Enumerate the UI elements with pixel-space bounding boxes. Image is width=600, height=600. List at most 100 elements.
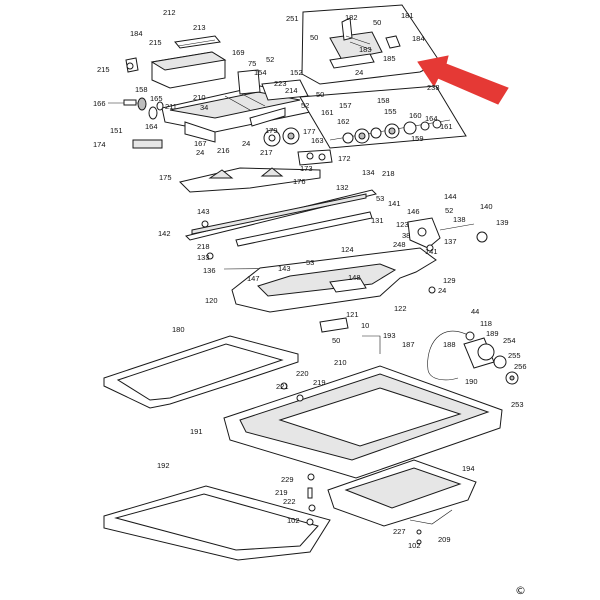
bracket-172 (297, 149, 333, 166)
callout-151: 151 (110, 126, 123, 135)
callout-254: 254 (503, 336, 516, 345)
callout-209: 209 (438, 535, 451, 544)
callout-255: 255 (508, 351, 521, 360)
callout-248: 248 (393, 240, 406, 249)
fasteners (201, 220, 436, 545)
callout-143: 143 (197, 207, 210, 216)
callout-152: 152 (290, 68, 303, 77)
callout-123: 123 (396, 220, 409, 229)
callout-211: 211 (165, 102, 177, 111)
callout-144: 144 (444, 192, 457, 201)
callout-132: 132 (336, 183, 349, 192)
callout-193: 193 (383, 331, 396, 340)
callout-214: 214 (285, 86, 298, 95)
callout-219: 219 (275, 488, 288, 497)
callout-137: 137 (444, 237, 457, 246)
callout-50: 50 (310, 33, 318, 42)
callout-182: 182 (345, 13, 358, 22)
callout-118: 118 (480, 319, 492, 328)
copyright-mark: © (515, 584, 526, 597)
callout-38: 38 (402, 231, 410, 240)
callout-52: 52 (445, 206, 453, 215)
callout-141: 141 (388, 199, 401, 208)
callout-187: 187 (402, 340, 415, 349)
callout-229: 229 (281, 475, 294, 484)
callout-227: 227 (393, 527, 406, 536)
callout-158: 158 (377, 96, 390, 105)
extension-table-192 (103, 485, 331, 561)
callout-184: 184 (130, 29, 143, 38)
callout-160: 160 (409, 111, 422, 120)
callout-148: 148 (348, 273, 361, 282)
motor-bracket-assembly (407, 217, 488, 249)
pulley-washers-164 (137, 97, 164, 120)
callout-164: 164 (145, 122, 158, 131)
callout-219: 219 (313, 378, 326, 387)
callout-134: 134 (362, 168, 375, 177)
callout-183: 183 (359, 45, 372, 54)
callout-53: 53 (306, 258, 314, 267)
callout-253: 253 (511, 400, 524, 409)
callout-181: 181 (401, 11, 414, 20)
callout-238: 238 (427, 83, 440, 92)
callout-138: 138 (453, 215, 466, 224)
callout-165: 165 (150, 94, 163, 103)
callout-75: 75 (248, 59, 256, 68)
motor-assembly-187 (427, 330, 519, 385)
callout-215: 215 (149, 38, 162, 47)
callout-161: 161 (321, 108, 334, 117)
callout-218: 218 (197, 242, 210, 251)
callout-223: 223 (274, 79, 287, 88)
main-frame-120 (231, 247, 437, 313)
callout-184: 184 (412, 34, 425, 43)
callout-169: 169 (232, 48, 245, 57)
callout-50: 50 (316, 90, 324, 99)
callout-121: 121 (346, 310, 359, 319)
grate-194 (327, 459, 477, 527)
bracket-121 (319, 317, 381, 354)
dust-cover-175 (179, 167, 321, 193)
callout-163: 163 (311, 136, 324, 145)
callout-162: 162 (337, 117, 350, 126)
callout-190: 190 (465, 377, 478, 386)
callout-53: 53 (376, 194, 384, 203)
callout-50: 50 (332, 336, 340, 345)
callout-133: 133 (197, 253, 210, 262)
callout-140: 140 (480, 202, 493, 211)
callout-44: 44 (471, 307, 479, 316)
callout-131: 131 (371, 216, 384, 225)
callout-155: 155 (384, 107, 397, 116)
callout-189: 189 (486, 329, 499, 338)
callout-217: 217 (260, 148, 273, 157)
rod-166 (108, 99, 138, 106)
callout-172: 172 (338, 154, 351, 163)
water-tray-191 (223, 365, 503, 479)
callout-129: 129 (443, 276, 456, 285)
callout-161: 161 (440, 122, 453, 131)
callout-24: 24 (196, 148, 204, 157)
callout-52: 52 (266, 55, 274, 64)
callout-213: 213 (193, 23, 206, 32)
callout-24: 24 (438, 286, 446, 295)
callout-222: 222 (283, 497, 296, 506)
callout-210: 210 (334, 358, 347, 367)
callout-102: 102 (287, 516, 300, 525)
callout-210: 210 (193, 93, 206, 102)
callout-146: 146 (407, 207, 420, 216)
callout-142: 142 (158, 229, 171, 238)
red-pointer-arrow (417, 55, 509, 105)
wheel-179 (263, 127, 300, 147)
callout-143: 143 (278, 264, 291, 273)
callout-24: 24 (355, 68, 363, 77)
callout-52: 52 (301, 101, 309, 110)
guide-rail-132 (185, 189, 377, 241)
callout-176: 176 (293, 177, 306, 186)
callout-50: 50 (373, 18, 381, 27)
callout-216: 216 (217, 146, 230, 155)
callout-141: 141 (425, 247, 438, 256)
callout-139: 139 (496, 218, 509, 227)
callout-191: 191 (190, 427, 203, 436)
callout-256: 256 (514, 362, 527, 371)
callout-154: 154 (254, 68, 267, 77)
